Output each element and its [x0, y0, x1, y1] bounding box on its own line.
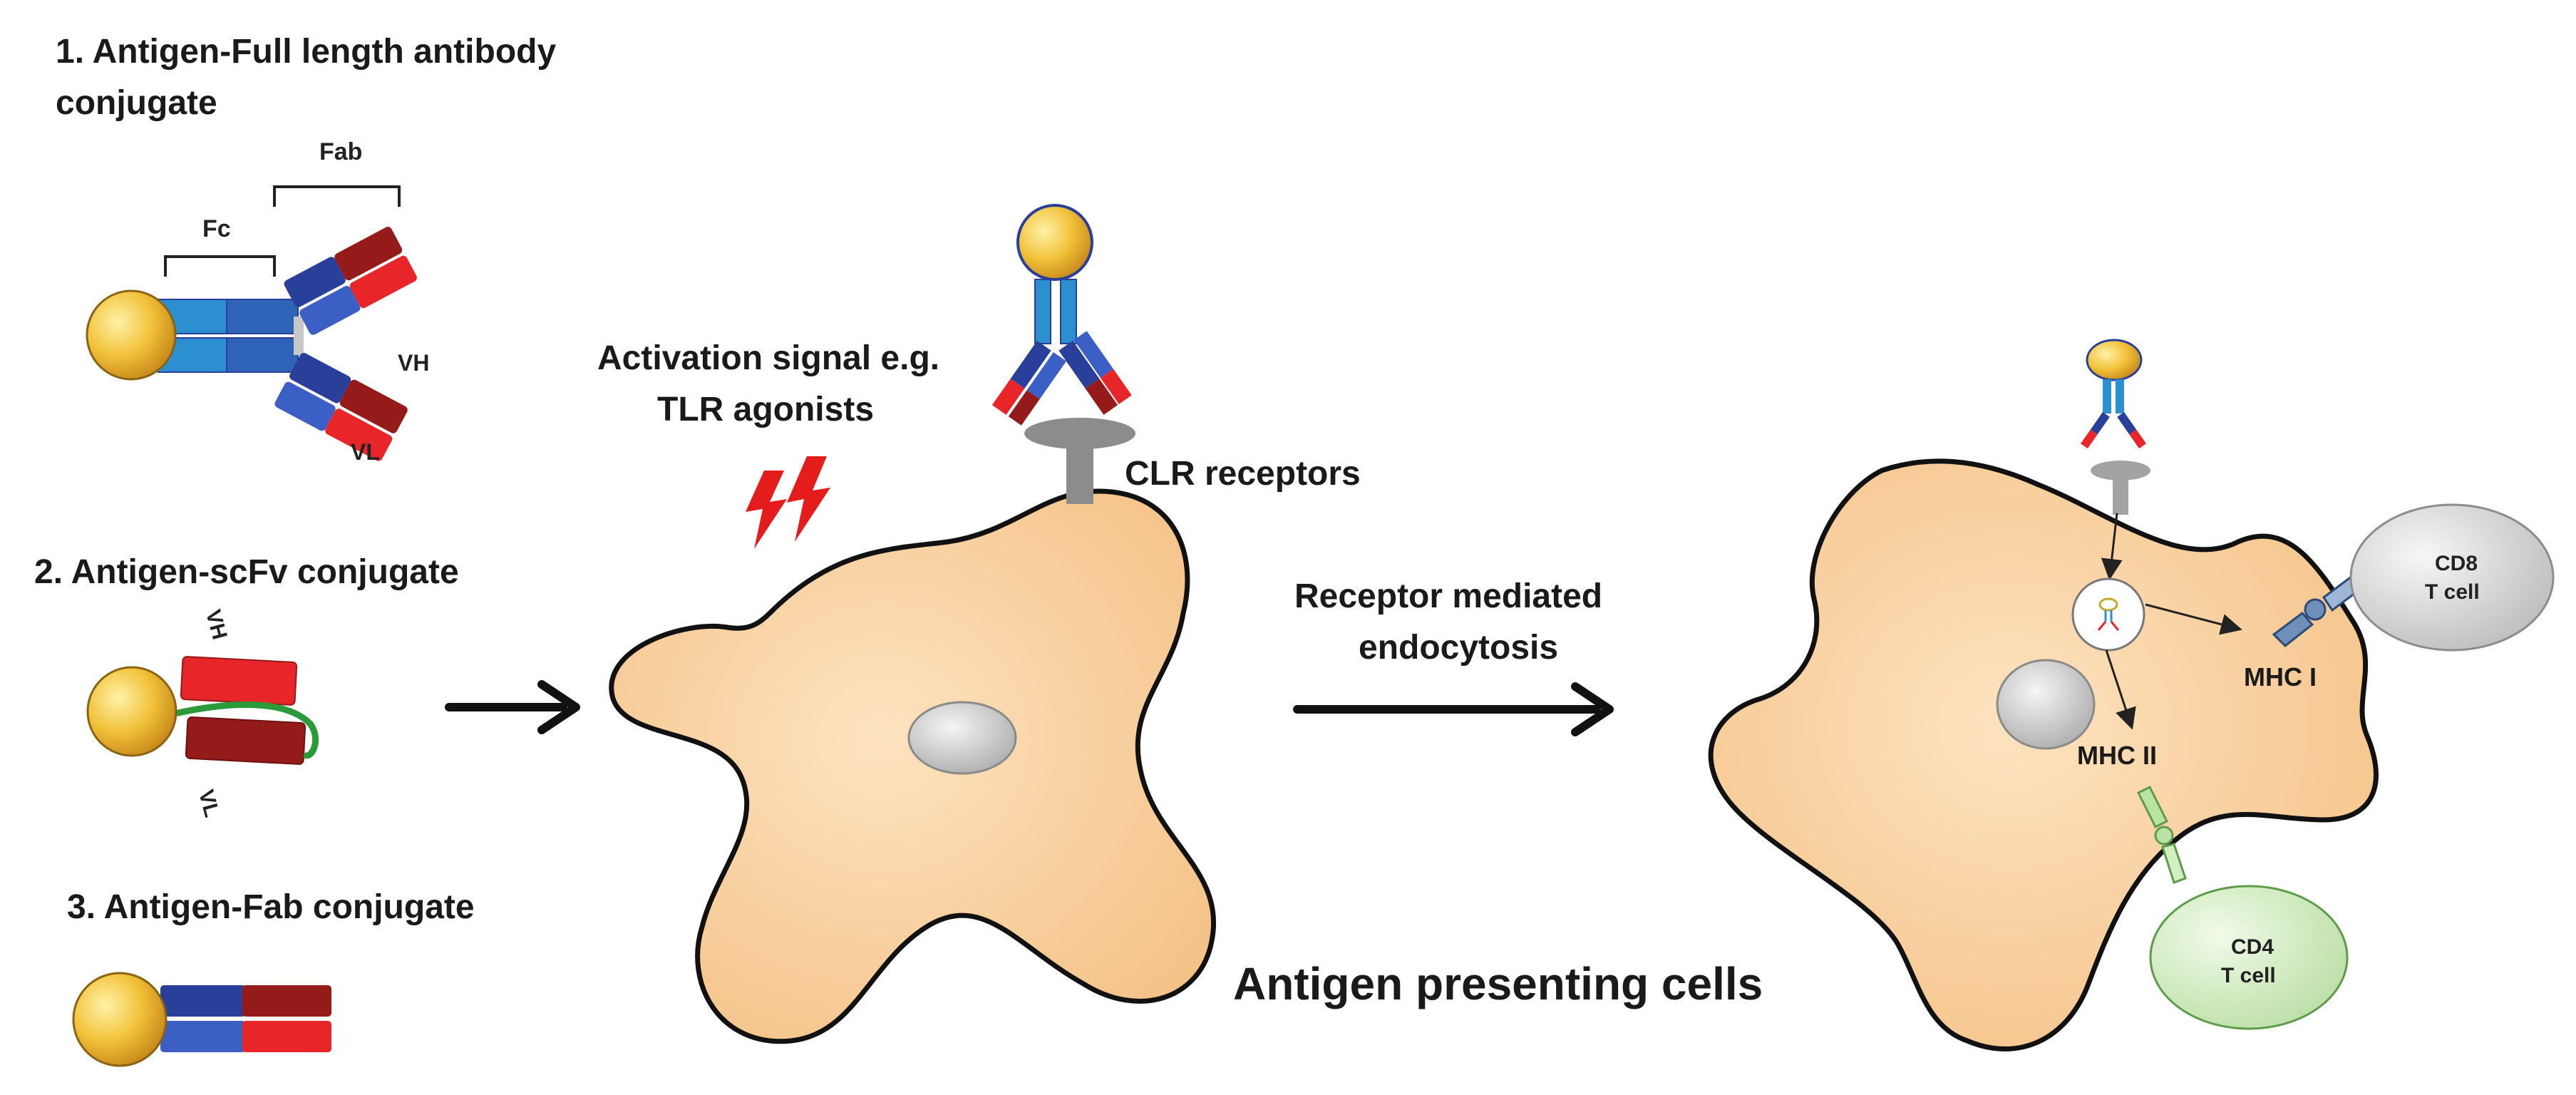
internal-arrow-mhc1 — [2145, 603, 2242, 635]
antigen-sphere-1 — [86, 289, 177, 381]
vh-label-1: VH — [398, 350, 429, 376]
cd8-t-cell — [2349, 503, 2555, 652]
scfv-construct — [175, 656, 319, 765]
activation-signal-line1: Activation signal e.g. — [597, 339, 939, 377]
antigen-presenting-cell-right — [1708, 458, 2379, 1052]
fab-label: Fab — [319, 138, 362, 165]
activation-signal-line2: TLR agonists — [657, 391, 874, 428]
scfv-conjugate-title: 2. Antigen-scFv conjugate — [34, 553, 459, 591]
mhc2-label: MHC II — [2077, 741, 2157, 770]
antigen-presenting-cell-middle — [609, 488, 1216, 1044]
process-label-line1: Receptor mediated — [1294, 577, 1602, 615]
vl-label-1: VL — [351, 439, 380, 465]
nucleus-right — [1996, 659, 2096, 750]
internal-arrow-down — [2101, 513, 2123, 580]
nucleus-middle — [907, 701, 1017, 775]
small-bound-antibody — [2081, 339, 2146, 449]
scfv-linker — [175, 701, 319, 759]
full-length-conjugate-title-line2: conjugate — [56, 84, 217, 122]
process-label-line2: endocytosis — [1359, 629, 1558, 667]
full-length-conjugate-title-line1: 1. Antigen-Full length antibody — [56, 33, 556, 71]
vl-label-2: VL — [194, 787, 224, 820]
mhc1-label: MHC I — [2244, 662, 2317, 692]
fab-conjugate-title: 3. Antigen-Fab conjugate — [67, 888, 475, 926]
fab-construct — [160, 985, 331, 1052]
endosome — [2071, 577, 2145, 652]
antigen-sphere-2 — [86, 666, 177, 757]
clr-receptor — [1024, 418, 1135, 504]
fc-bracket — [164, 255, 276, 277]
full-length-antibody — [158, 227, 417, 461]
fc-label: Fc — [202, 215, 231, 242]
cd4-label-line2: T cell — [2221, 964, 2276, 987]
internal-arrow-mhc2 — [2105, 649, 2136, 730]
bound-antibody-conjugate — [991, 204, 1132, 426]
mhc2-tcr-complex — [2136, 785, 2187, 884]
vh-label-2: VH — [201, 607, 232, 642]
clr-receptors-label: CLR receptors — [1125, 455, 1361, 493]
cd4-t-cell — [2149, 885, 2349, 1030]
clr-receptor-right — [2091, 461, 2150, 515]
cd4-label-line1: CD4 — [2231, 935, 2274, 959]
cd8-label-line2: T cell — [2425, 580, 2480, 604]
antigen-presenting-cells-caption: Antigen presenting cells — [1233, 958, 1763, 1009]
cd8-label-line1: CD8 — [2435, 552, 2478, 575]
antigen-sphere-3 — [72, 972, 168, 1067]
lightning-bolt-2 — [787, 456, 830, 542]
fab-bracket — [273, 185, 401, 207]
endosome-antibody — [2097, 597, 2120, 631]
lightning-bolt-1 — [746, 471, 787, 549]
